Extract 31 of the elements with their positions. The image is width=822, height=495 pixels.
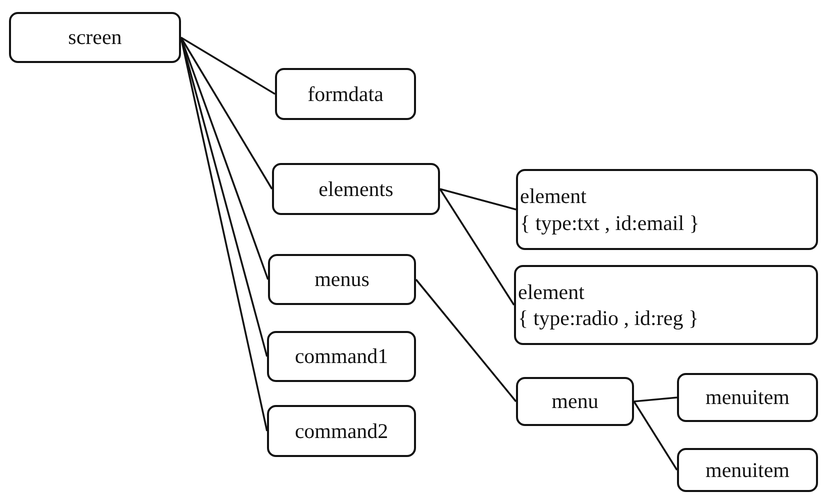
node-label: command1 (294, 343, 388, 370)
tree-node-box (514, 265, 818, 345)
node-label: menus (314, 266, 370, 293)
tree-node-box (267, 405, 416, 457)
tree-node-box (267, 331, 416, 382)
node-label: formdata (308, 80, 384, 108)
node-attributes: { type:radio , id:reg } (518, 305, 699, 332)
node-attributes: { type:txt , id:email } (520, 210, 700, 236)
node-label: menuitem (706, 384, 790, 411)
tree-node-box (275, 68, 416, 120)
tree-node-box (516, 377, 634, 426)
node-label: element (520, 183, 586, 210)
tree-node-box (268, 254, 416, 305)
node-label: elements (318, 176, 394, 202)
connector-line (633, 401, 678, 470)
tree-node-box (9, 12, 181, 63)
node-label: menu (552, 388, 598, 415)
tree-node-box (272, 163, 440, 215)
tree-node-box (677, 373, 818, 422)
node-label: screen (68, 24, 122, 51)
connector-line (440, 188, 516, 210)
connector-line (439, 188, 515, 306)
tree-node-box (677, 448, 818, 492)
node-label: menuitem (706, 456, 790, 484)
connector-line (415, 278, 517, 402)
tree-node-box (516, 169, 818, 250)
connector-line (180, 36, 276, 95)
connector-line (634, 396, 678, 402)
node-label: element (518, 278, 584, 305)
node-label: command2 (294, 418, 388, 444)
connector-line (180, 37, 273, 190)
